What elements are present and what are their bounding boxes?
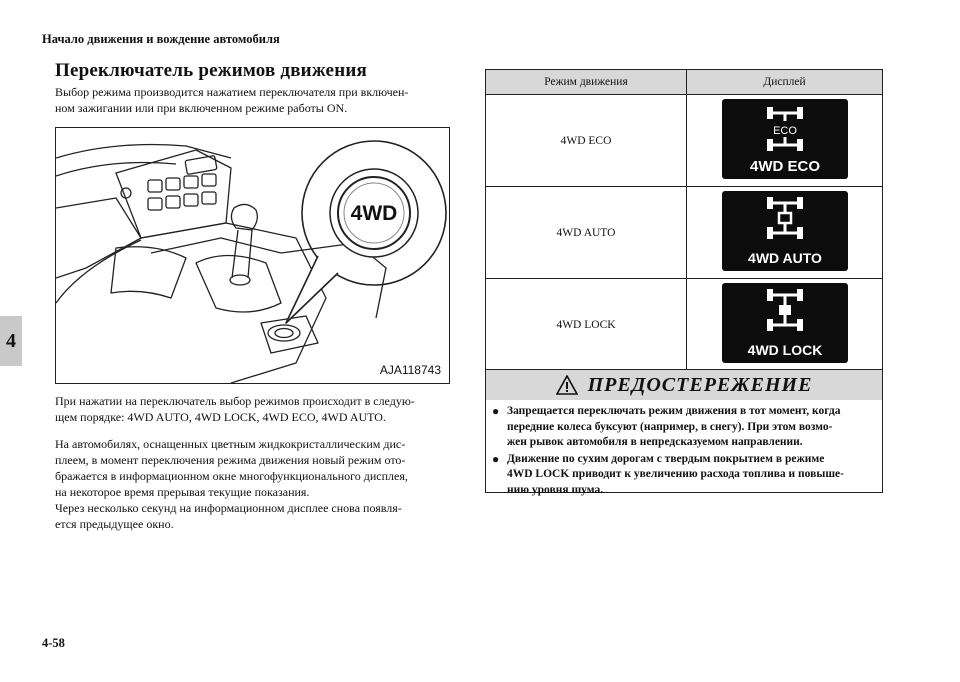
display-cell: 4WD AUTO — [686, 186, 883, 279]
intro-line: Выбор режима производится нажатием перек… — [55, 85, 409, 99]
paragraph-line: плеем, в момент переключения режима движ… — [55, 453, 406, 467]
warning-line: передние колеса буксуют (например, в сне… — [507, 420, 833, 433]
display-cell: 4WD LOCK — [686, 278, 883, 371]
column-header-mode: Режим движения — [485, 69, 687, 95]
warning-line: нию уровня шума. — [507, 483, 604, 496]
console-illustration: 4WD AJA118743 — [55, 127, 450, 384]
mode-name: 4WD AUTO — [485, 186, 687, 279]
mode-name: 4WD LOCK — [485, 278, 687, 371]
chapter-tab: 4 — [0, 316, 22, 366]
display-label: 4WD AUTO — [748, 250, 822, 266]
paragraph-line: ется предыдущее окно. — [55, 517, 174, 531]
drive-modes-table: Режим движения Дисплей 4WD ECO — [485, 69, 883, 371]
4wd-button-label: 4WD — [351, 202, 398, 225]
page-number: 4-58 — [42, 636, 65, 650]
display-cell: ECO 4WD ECO — [686, 94, 883, 187]
mode-name: 4WD ECO — [485, 94, 687, 187]
bullet: ● — [492, 404, 500, 418]
section-title: Переключатель режимов движения — [55, 60, 367, 81]
console-drawing: 4WD — [55, 140, 447, 384]
display-screen: ECO 4WD ECO — [721, 99, 848, 179]
figure-code: AJA118743 — [379, 363, 441, 377]
drivetrain-icon: ECO 4WD ECO — [749, 107, 820, 175]
warning-box: ПРЕДОСТЕРЕЖЕНИЕ ● Запрещается переключат… — [485, 369, 883, 496]
intro-text: Выбор режима производится нажатием перек… — [55, 84, 455, 116]
paragraph-line: При нажатии на переключатель выбор режим… — [55, 394, 415, 408]
display-screen: 4WD LOCK — [721, 283, 848, 363]
warning-item: ● Запрещается переключать режим движения… — [492, 404, 874, 451]
warning-line: Запрещается переключать режим движения в… — [507, 405, 841, 417]
column-header-display: Дисплей — [686, 69, 883, 95]
bullet: ● — [492, 451, 500, 466]
table-row: 4WD ECO — [485, 94, 883, 187]
warning-line: жен рывок автомобиля в непредсказуемом н… — [507, 436, 803, 448]
warning-triangle-icon — [555, 375, 578, 395]
intro-line: ном зажигании или при включенном режиме … — [55, 101, 348, 115]
running-header: Начало движения и вождение автомобиля — [42, 32, 280, 46]
display-label: 4WD ECO — [749, 158, 819, 175]
paragraph-line: Через несколько секунд на информационном… — [55, 501, 402, 515]
warning-list: ● Запрещается переключать режим движения… — [492, 404, 874, 499]
table-row: 4WD LOCK — [485, 278, 883, 371]
paragraph-line: на некоторое время прерывая текущие пока… — [55, 485, 310, 499]
table-header-row: Режим движения Дисплей — [485, 69, 883, 95]
display-screen: 4WD AUTO — [721, 191, 848, 271]
display-label: 4WD LOCK — [747, 342, 822, 358]
warning-title: ПРЕДОСТЕРЕЖЕНИЕ — [587, 373, 813, 396]
drivetrain-icon: 4WD LOCK — [747, 289, 822, 358]
chapter-number: 4 — [6, 329, 16, 352]
4wd-button-icon: 4WD — [329, 168, 419, 258]
drivetrain-icon: 4WD AUTO — [748, 197, 822, 266]
display-sub-label: ECO — [773, 125, 797, 137]
paragraph-line: щем порядке: 4WD AUTO, 4WD LOCK, 4WD ECO… — [55, 410, 386, 424]
warning-header: ПРЕДОСТЕРЕЖЕНИЕ — [486, 370, 882, 400]
paragraph-display: На автомобилях, оснащенных цветным жидко… — [55, 436, 455, 532]
table-row: 4WD AUTO — [485, 186, 883, 279]
paragraph-line: На автомобилях, оснащенных цветным жидко… — [55, 437, 406, 451]
warning-line: 4WD LOCK приводит к увеличению расхода т… — [507, 468, 844, 480]
warning-item: ● Движение по сухим дорогам с твердым по… — [492, 452, 874, 499]
paragraph-line: бражается в информационном окне многофун… — [55, 469, 408, 483]
warning-line: Движение по сухим дорогам с твердым покр… — [507, 452, 825, 465]
paragraph-order: При нажатии на переключатель выбор режим… — [55, 393, 455, 425]
